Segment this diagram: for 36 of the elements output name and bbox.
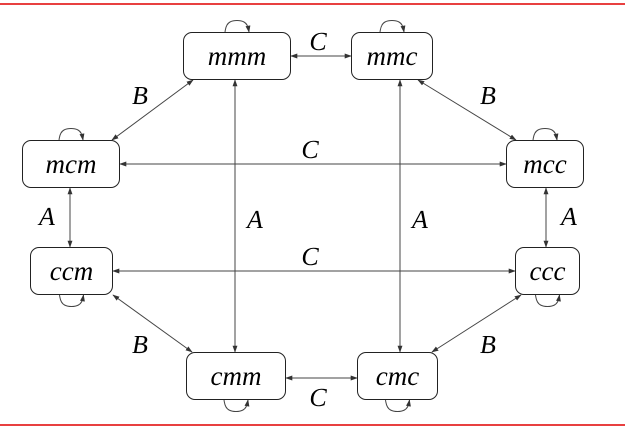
self-loop-arrow [532, 128, 558, 141]
state-box [357, 352, 438, 400]
self-loop-arrow [224, 20, 250, 33]
self-loop-arrow [59, 294, 85, 307]
double-arrow [285, 376, 358, 380]
state-label: ccm [50, 258, 94, 284]
double-arrow [232, 79, 238, 353]
state-label: mcc [523, 150, 567, 178]
self-loop-arrow [224, 399, 250, 412]
double-arrow [290, 54, 352, 58]
state-box [351, 32, 433, 80]
state-box [30, 247, 113, 295]
state-box [515, 247, 580, 295]
double-arrow [111, 80, 194, 140]
double-arrow [417, 80, 517, 140]
state-label: cmm [210, 362, 262, 390]
double-arrow [119, 162, 507, 166]
state-label: mmm [208, 42, 266, 70]
self-loop-arrow [58, 128, 84, 141]
self-loop-arrow [535, 294, 561, 307]
double-arrow [112, 294, 193, 352]
double-arrow [544, 187, 548, 248]
self-loop-arrow [380, 20, 406, 33]
double-arrow [431, 294, 522, 352]
state-box [506, 140, 584, 188]
state-box [186, 352, 286, 400]
state-box [22, 140, 120, 188]
double-arrow [398, 79, 402, 353]
state-box [183, 32, 291, 80]
double-arrow [112, 268, 516, 274]
state-label: mcm [46, 150, 96, 178]
double-arrow [68, 187, 72, 248]
state-label: mmc [366, 42, 418, 70]
self-loop-arrow [385, 399, 411, 412]
state-label: ccc [530, 258, 566, 284]
state-label: cmc [376, 362, 420, 390]
